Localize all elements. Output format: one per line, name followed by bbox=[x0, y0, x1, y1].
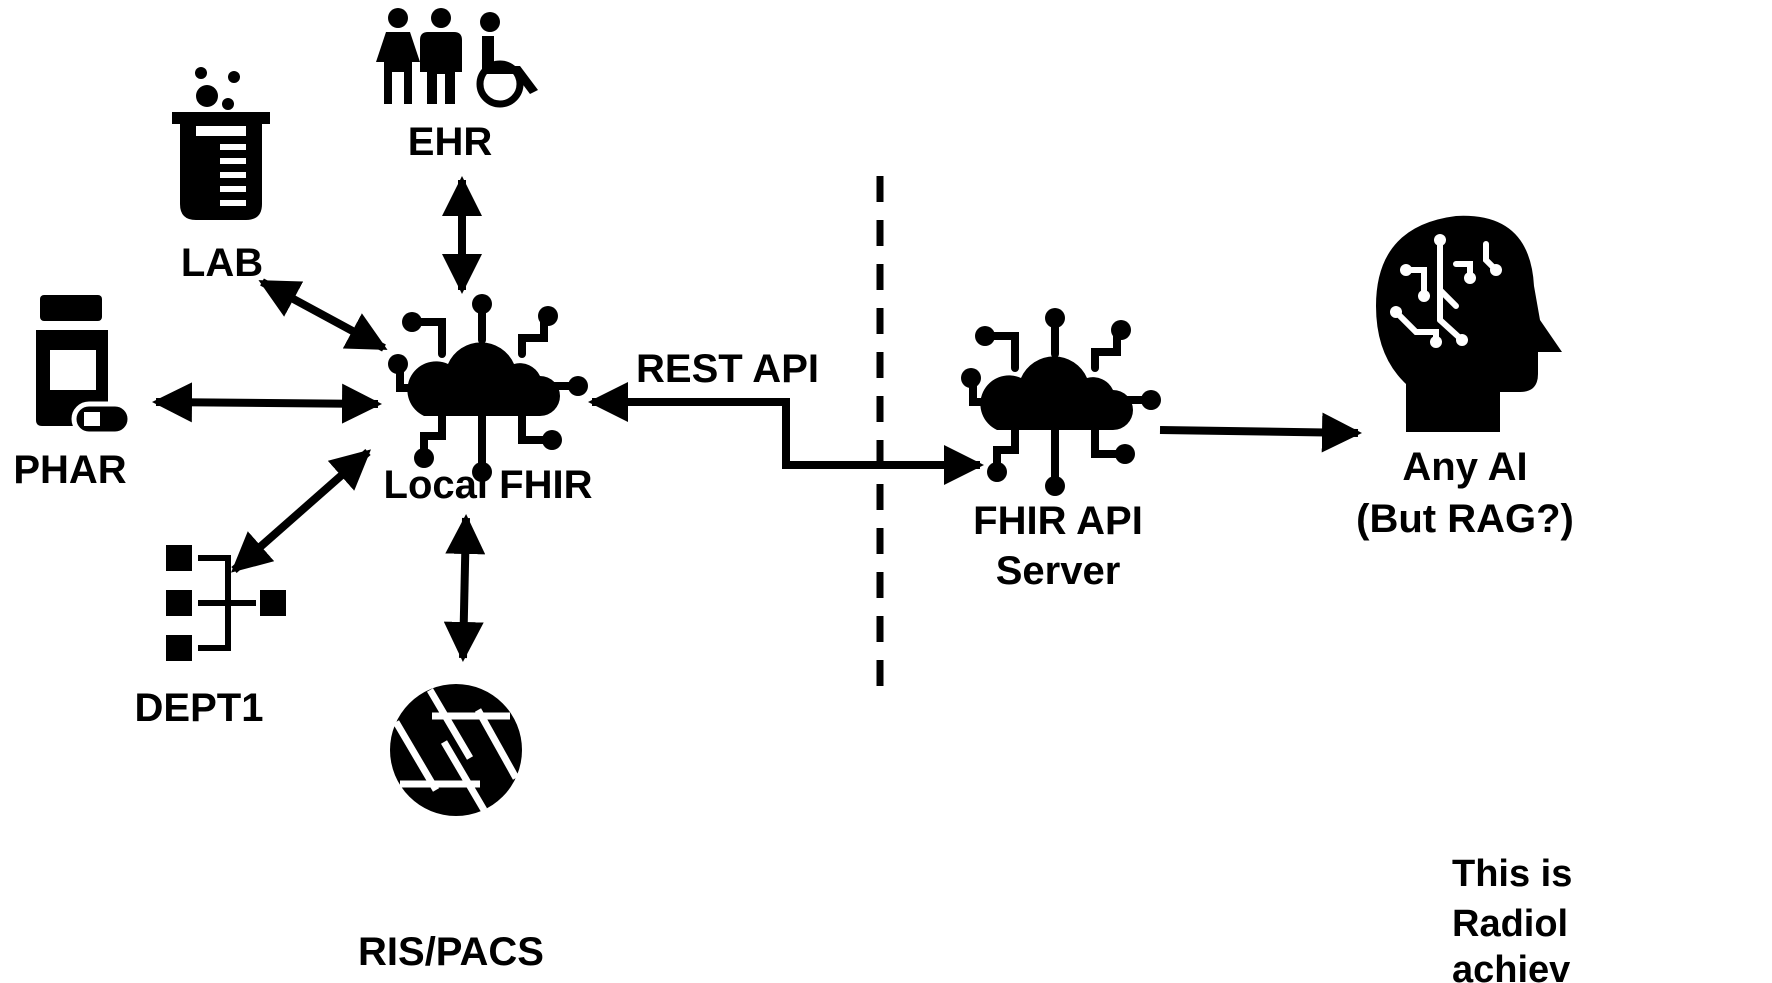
beaker-icon bbox=[172, 67, 270, 220]
any-ai-label-line1: Any AI bbox=[1402, 445, 1527, 489]
cloud-network-icon bbox=[388, 294, 588, 482]
any-ai-label-line2: (But RAG?) bbox=[1356, 497, 1574, 541]
phar-label: PHAR bbox=[13, 448, 126, 492]
edge-ris-pacs-local-fhir bbox=[443, 514, 486, 662]
edge-fhir-api-server-any-ai bbox=[1159, 412, 1362, 453]
ehr-label: EHR bbox=[408, 120, 493, 164]
ai-brain-head-icon bbox=[1376, 215, 1562, 432]
edge-phar-local-fhir bbox=[152, 382, 382, 424]
camera-aperture-icon bbox=[390, 684, 522, 816]
pill-bottle-icon bbox=[36, 295, 133, 437]
fhir-api-server-label-line2: Server bbox=[996, 549, 1121, 593]
local-fhir-label: Local FHIR bbox=[384, 463, 593, 507]
lab-label: LAB bbox=[181, 241, 263, 285]
edge-local-fhir-fhir-api-server bbox=[588, 382, 984, 485]
edge-dept1-local-fhir bbox=[230, 448, 372, 574]
edge-lab-local-fhir bbox=[258, 278, 388, 352]
note-line-3: achiev bbox=[1452, 949, 1570, 983]
fhir-api-server-label-line1: FHIR API bbox=[973, 499, 1143, 543]
hierarchy-icon bbox=[166, 545, 286, 661]
people-wheelchair-icon bbox=[376, 8, 538, 108]
rest-api-label: REST API bbox=[636, 347, 819, 391]
ris-pacs-label: RIS/PACS bbox=[358, 930, 544, 974]
note-line-1: This is bbox=[1452, 853, 1572, 895]
note-line-2: Radiol bbox=[1452, 903, 1568, 945]
cloud-network-icon-server bbox=[961, 308, 1161, 496]
dept1-label: DEPT1 bbox=[135, 686, 264, 730]
note-text: This is Radiol achiev bbox=[1452, 853, 1572, 983]
